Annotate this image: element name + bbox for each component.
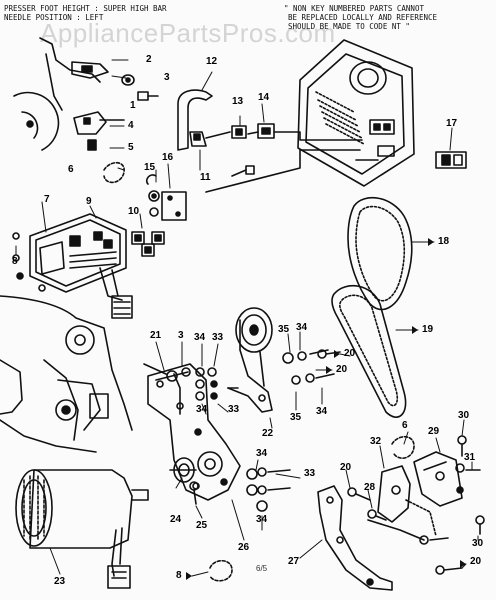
control-module [12,213,133,319]
callout-32: 32 [370,436,382,447]
callout-7: 7 [44,194,50,205]
belt-19 [331,285,407,418]
gear-24 [169,457,199,505]
callout-14: 14 [258,92,270,103]
callout-35-b: 35 [290,412,302,423]
callout-9: 9 [86,196,92,207]
pulley-assembly [227,307,273,413]
callout-12: 12 [206,56,218,67]
callout-35-a: 35 [278,324,290,335]
header-note-line2: BE REPLACED LOCALLY AND REFERENCE [288,13,438,22]
callout-24: 24 [170,514,182,525]
callout-31: 31 [464,452,476,463]
callout-1: 1 [130,100,136,111]
callout-34-d: 34 [316,406,328,417]
callout-30-bottom: 30 [472,538,484,549]
main-bracket-26 [147,363,241,501]
callout-28: 28 [364,482,376,493]
spring-6b [391,435,415,459]
callout-6-right: 6 [402,420,408,431]
callout-34-c: 34 [196,404,208,415]
callout-20-bottom: 20 [470,556,482,567]
header-note-line3: SHOULD BE MADE TO CODE NT " [288,22,410,31]
page-marker: 6/5 [256,564,268,573]
callout-26: 26 [238,542,250,553]
callout-3-mid: 3 [178,330,184,341]
callout-30-top: 30 [458,410,470,421]
bracket-27 [317,485,449,591]
callout-23: 23 [54,576,66,587]
callout-8: 8 [12,256,18,267]
wire-harness [205,131,363,193]
callout-20-low: 20 [340,462,352,473]
callout-20-top: 20 [344,348,356,359]
circuit-board [297,39,415,187]
switch-17 [435,151,467,169]
callout-17: 17 [446,118,458,129]
callout-10: 10 [128,206,140,217]
callout-11: 11 [200,172,211,183]
watermark: AppliancePartsPros.com [40,18,336,48]
callout-4: 4 [128,120,134,131]
callout-16: 16 [162,152,174,163]
lever-assembly [377,451,481,537]
leader-arrows [186,238,466,580]
leader-lines [15,59,479,577]
callout-2: 2 [146,54,152,65]
callout-20-mid: 20 [336,364,348,375]
motor-23 [15,469,149,589]
callout-34-a: 34 [194,332,206,343]
callout-34-b: 34 [296,322,308,333]
callout-22: 22 [262,428,274,439]
switch-parts-13-14 [231,123,275,139]
callout-27: 27 [288,556,300,567]
header-presser-foot: PRESSER FOOT HEIGHT : SUPER HIGH BAR [4,4,167,13]
presser-assembly [13,37,159,151]
callout-21: 21 [150,330,162,341]
screws-washers [143,349,335,512]
callout-33-c: 33 [304,468,316,479]
callout-34-f: 34 [256,514,268,525]
callout-3: 3 [164,72,170,83]
clips-10 [131,231,165,257]
lamp-bracket-12 [177,89,213,151]
screws-misc [317,349,485,575]
callout-29: 29 [428,426,440,437]
callout-15: 15 [144,162,156,173]
callout-19: 19 [422,324,434,335]
belt-18 [347,197,413,311]
callout-13: 13 [232,96,244,107]
header-note-line1: " NON KEY NUMBERED PARTS CANNOT [284,4,424,13]
callout-8-bottom: 8 [176,570,182,581]
callout-5: 5 [128,142,134,153]
spring-6 [103,161,125,184]
callout-6: 6 [68,164,74,175]
bracket-15-16 [145,174,187,221]
callout-34-e: 34 [256,448,268,459]
header-needle-position: NEEDLE POSITION : LEFT [4,13,104,22]
callout-33-b: 33 [228,404,240,415]
spring-8 [209,559,233,582]
callout-18: 18 [438,236,450,247]
callout-25: 25 [196,520,208,531]
machine-body [0,295,133,453]
callout-33-a: 33 [212,332,224,343]
